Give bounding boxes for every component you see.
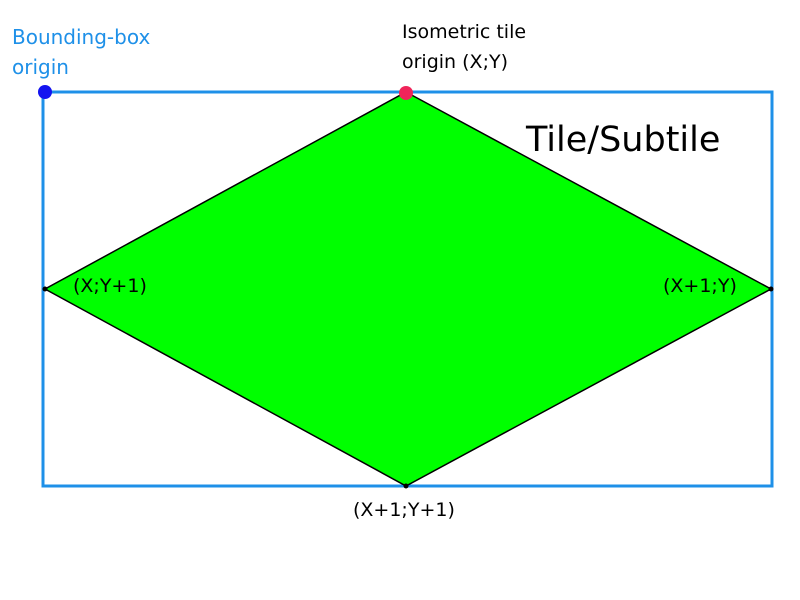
bottom-vertex-dot (403, 483, 409, 489)
tile-subtile-title: Tile/Subtile (526, 120, 721, 160)
right-vertex-label: (X+1;Y) (663, 275, 737, 297)
isometric-tile-origin-marker (399, 86, 413, 100)
bounding-box-origin-marker (38, 85, 52, 99)
bounding-box-origin-label: Bounding-box origin (12, 25, 151, 79)
left-vertex-dot (42, 286, 48, 292)
right-vertex-dot (768, 286, 774, 292)
left-vertex-label: (X;Y+1) (73, 275, 147, 297)
bottom-vertex-label: (X+1;Y+1) (353, 499, 455, 521)
isometric-tile-origin-label: Isometric tile origin (X;Y) (402, 21, 527, 73)
